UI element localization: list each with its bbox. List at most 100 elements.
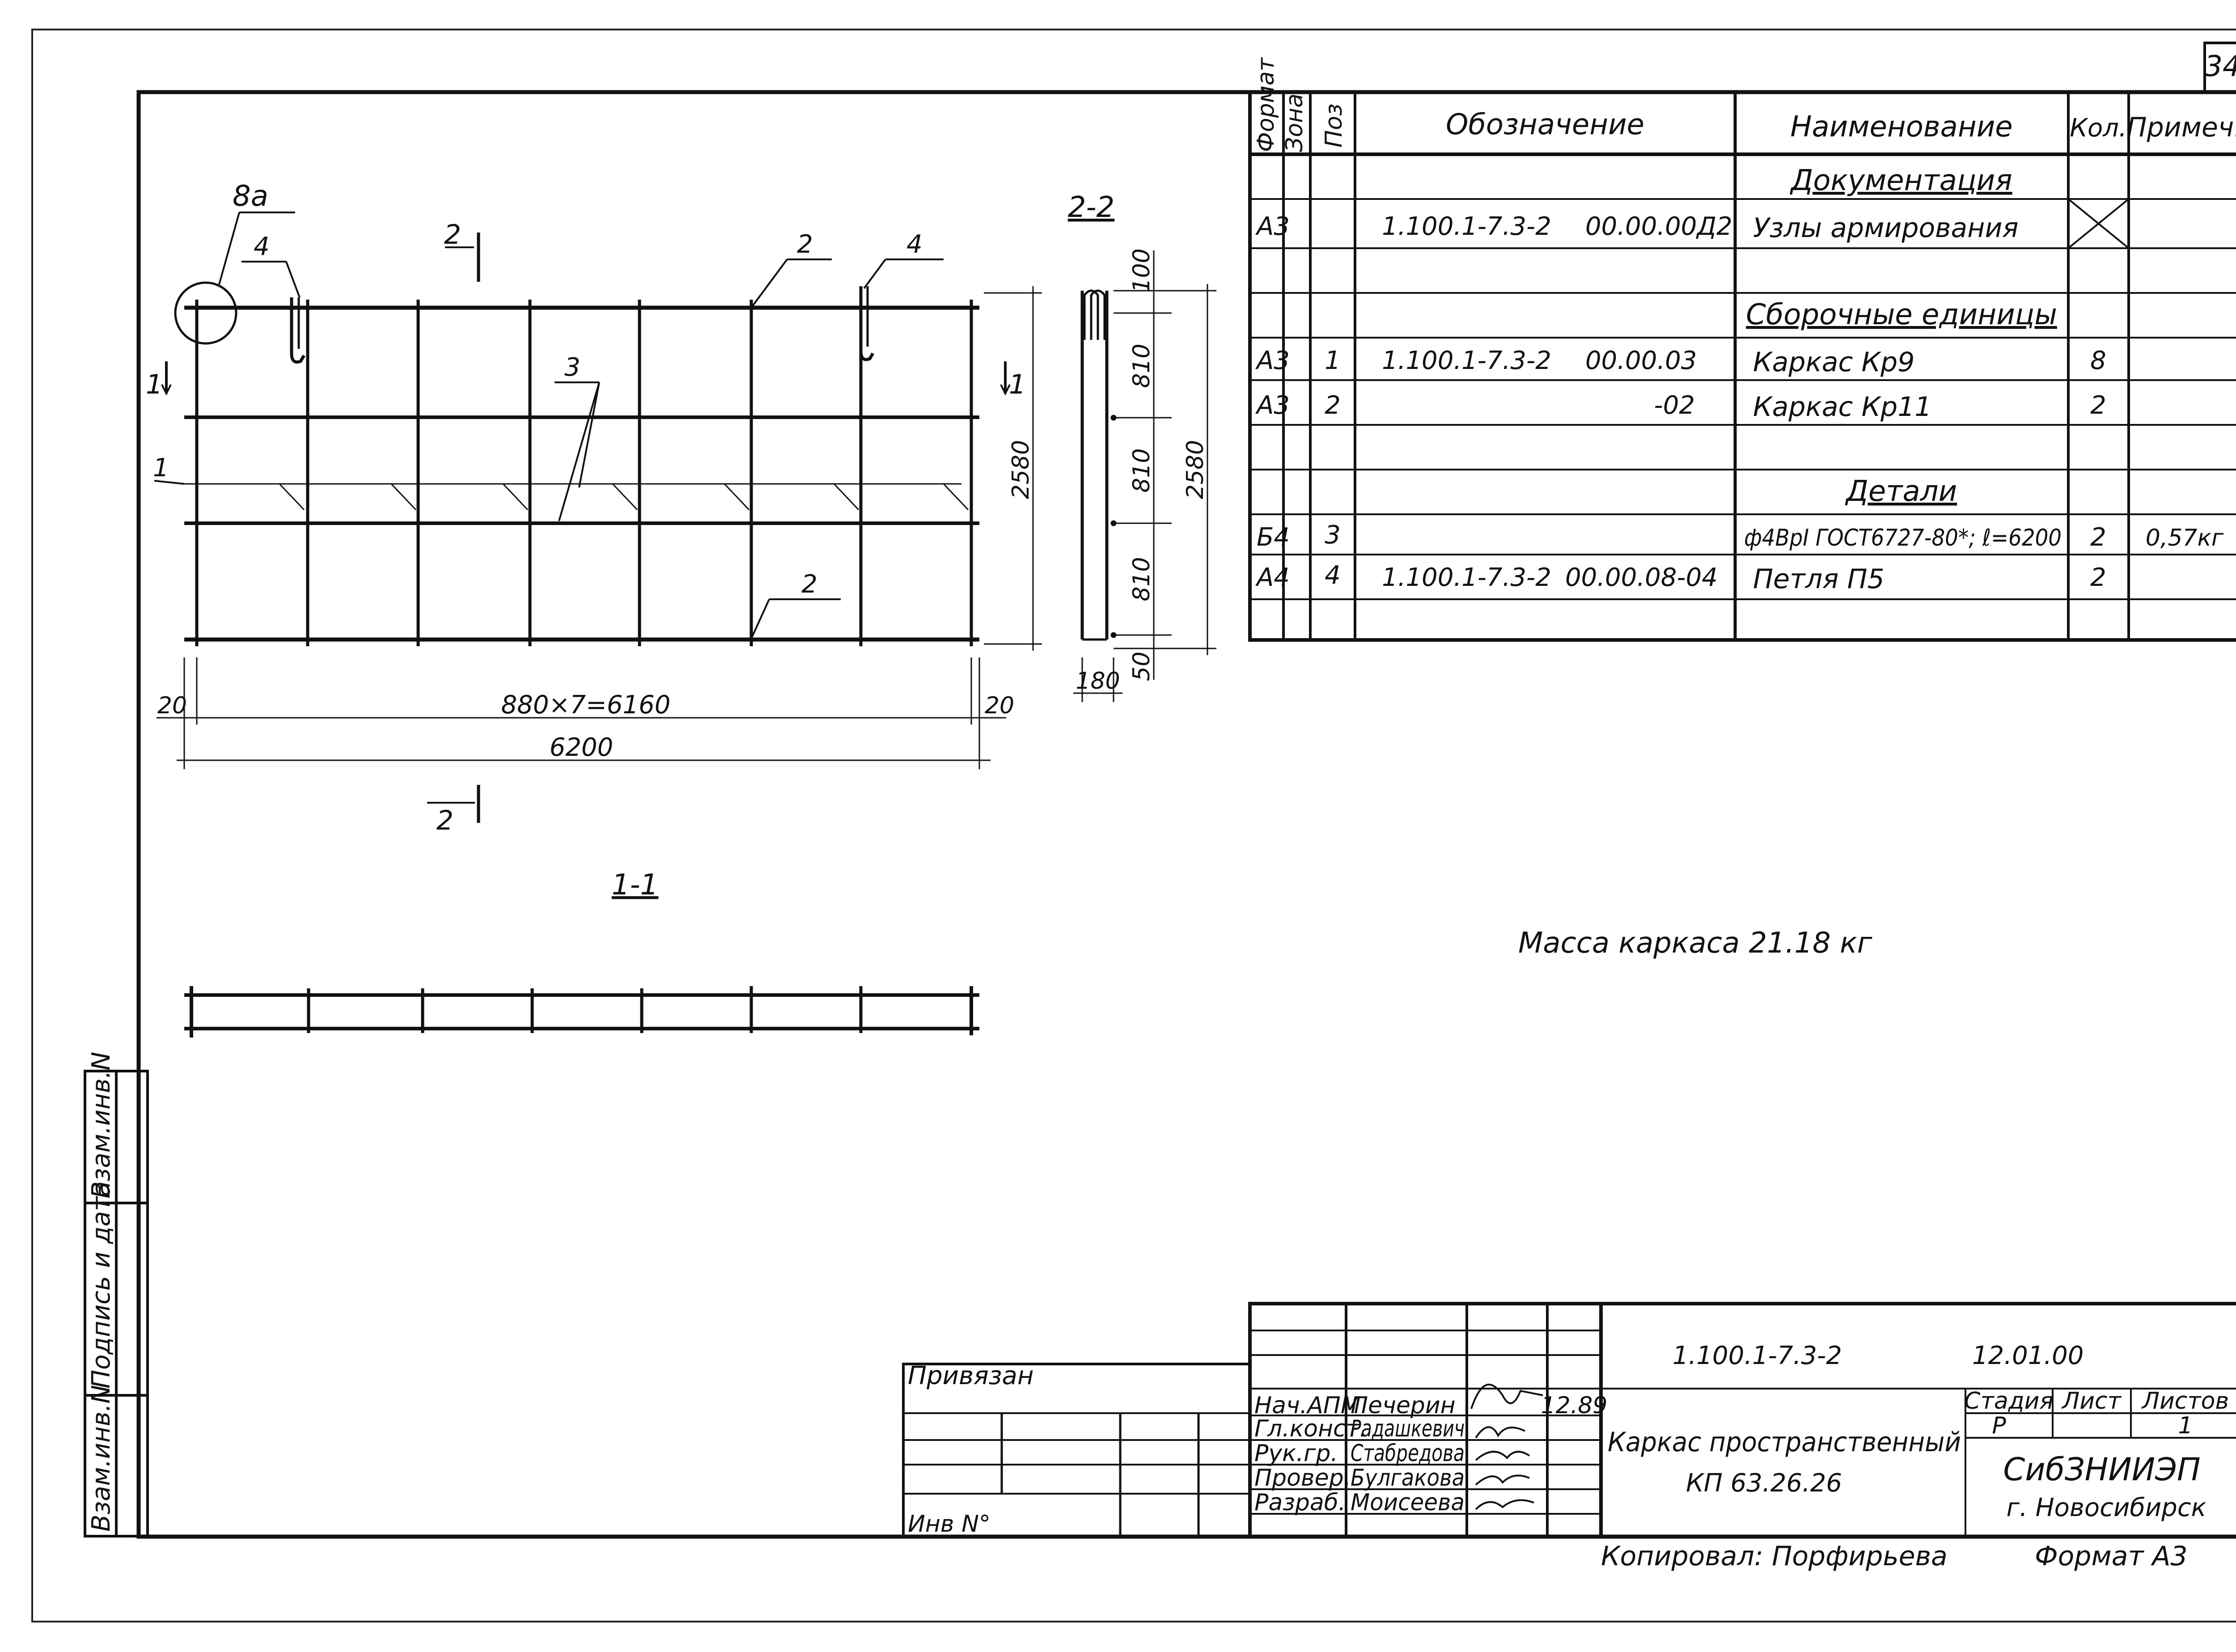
row5-qty: 2 [2090,391,2106,420]
format-label: Формат А3 [2035,1541,2188,1572]
side-stamp-1: Взам.инв.N [87,1052,116,1199]
section-1-1-title: 1-1 [612,868,659,902]
copied-by: Копировал: Порфирьева [1601,1541,1948,1572]
label-pos1: 1 [153,453,169,483]
cut-1-left: 1 [146,369,163,400]
row4-pos: 1 [1325,346,1341,375]
label-pos3: 3 [564,353,580,382]
cut-1-right: 1 [1009,369,1026,400]
row4-name: Каркас Кр9 [1753,347,1914,378]
privyazan-title: Привязан [908,1361,1033,1390]
header-format: Формат [1253,57,1279,152]
side-stamp [84,1070,149,1538]
row8-qty: 2 [2090,523,2106,552]
sec-dim-bottom: 50 [1128,652,1155,681]
label-pos4-left: 4 [254,232,270,261]
row9-code: 00.00.08-04 [1565,563,1718,592]
row5-pos: 2 [1325,391,1341,420]
dim-span: 880×7=6160 [501,690,671,720]
role-3: Провер. [1254,1465,1351,1491]
sheets-value: 1 [2178,1412,2193,1439]
row8-pos: 3 [1325,521,1341,550]
sec-dim-top: 100 [1128,248,1155,292]
section-assemblies: Сборочные единицы [1746,298,2057,331]
sec-dim-width: 180 [1076,668,1120,695]
detail-circle-8a [174,281,237,345]
row5-format: А3 [1255,391,1290,420]
callout-8a: 8а [233,180,268,213]
dimension-lines [157,286,1042,769]
row9-format: А4 [1255,563,1290,592]
side-stamp-2: Подпись и дата [87,1181,116,1389]
sec-dim-mid2: 810 [1128,448,1155,492]
header-zone: Зона [1281,93,1308,152]
row4-designation: 1.100.1-7.3-2 [1382,346,1551,375]
row9-designation: 1.100.1-7.3-2 [1382,563,1551,592]
role-2: Рук.гр. [1254,1440,1338,1467]
sheets-label: Листов [2141,1388,2229,1415]
section-2-2 [1073,250,1216,702]
title-block [1248,1302,2236,1538]
dim-total: 6200 [550,733,614,762]
stage-value: Р [1992,1412,2006,1439]
org-city: г. Новосибирск [2007,1493,2206,1522]
sec-dim-mid3: 810 [1128,557,1155,601]
role-1: Гл.конст. [1254,1415,1367,1442]
sec-dim-total: 2580 [1182,440,1209,499]
signatures [1470,1384,1543,1510]
section-2-2-title: 2-2 [1068,191,1115,224]
specification-table: Формат Зона Поз Обозначение Наименование… [1248,57,2236,642]
outer-border [31,29,2236,1622]
sheet-number: 34 [2204,50,2236,83]
row8-name: ф4ВрI ГОСТ6727-80*; ℓ=6200 [1744,525,2062,551]
dim-left-20: 20 [157,692,187,719]
row4-code: 00.00.03 [1585,346,1697,375]
row5-code: -02 [1654,391,1695,420]
dim-height: 2580 [1008,440,1034,499]
frame-elevation [154,212,979,646]
section-documentation: Документация [1789,164,2012,197]
lifting-loop [290,297,305,364]
row9-pos: 4 [1325,561,1341,590]
object-code: КП 63.26.26 [1686,1469,1842,1498]
mass-note: Масса каркаса 21.18 кг [1518,927,1872,960]
role-0: Нач.АПМ [1254,1392,1361,1419]
row8-note: 0,57кг [2146,525,2224,551]
row1-code: 00.00.00Д2 [1585,212,1732,241]
label-pos4-right: 4 [906,230,923,259]
header-name: Наименование [1790,110,2012,144]
header-designation: Обозначение [1446,108,1644,141]
label-pos2-bottom: 2 [801,570,817,599]
cut-2-top: 2 [444,219,461,250]
section-1-1 [184,986,979,1038]
name-2: Стабредова [1351,1440,1465,1467]
object-name: Каркас пространственный [1608,1427,1961,1458]
stage-label: Стадия [1964,1388,2054,1415]
row1-format: А3 [1255,212,1290,241]
row8-format: Б4 [1257,523,1290,552]
row4-format: А3 [1255,346,1290,375]
name-3: Булгакова [1351,1465,1465,1491]
name-0: Печерин [1351,1392,1456,1419]
cut-markers [161,233,1011,823]
section-details: Детали [1845,475,1957,508]
doc-code: 1.100.1-7.3-2 [1673,1341,1842,1370]
row4-qty: 8 [2090,346,2106,375]
dim-right-20: 20 [985,692,1014,719]
date-0: 12.89 [1541,1392,1608,1419]
sheet-label: Лист [2061,1388,2122,1415]
cut-2-bottom: 2 [436,805,453,836]
row1-designation: 1.100.1-7.3-2 [1382,212,1551,241]
org-name: СибЗНИИЭП [2003,1451,2200,1488]
row5-name: Каркас Кр11 [1753,391,1932,423]
sec-dim-mid1: 810 [1128,343,1155,388]
name-1: Радашкевич [1351,1415,1465,1442]
lifting-loop [859,286,875,361]
doc-date: 12.01.00 [1972,1341,2084,1370]
role-4: Разраб. [1254,1489,1346,1516]
header-qty: Кол. [2070,114,2127,143]
row1-name: Узлы армирования [1753,212,2019,244]
row9-qty: 2 [2090,563,2106,592]
